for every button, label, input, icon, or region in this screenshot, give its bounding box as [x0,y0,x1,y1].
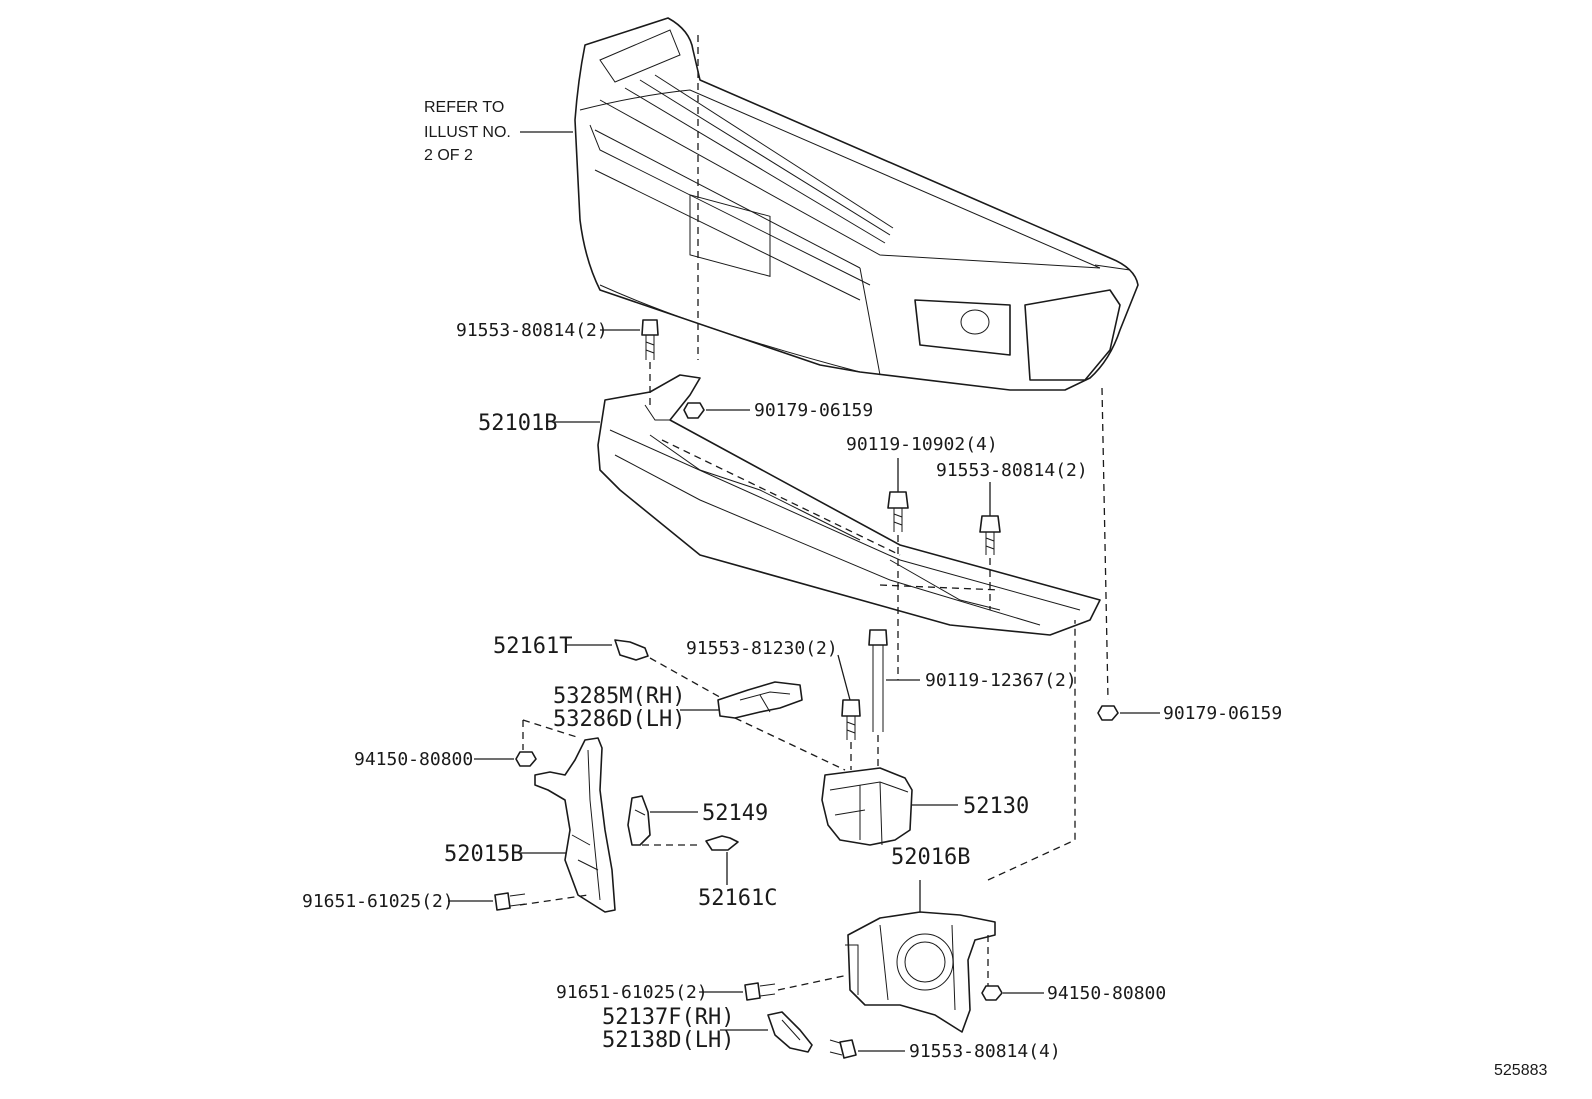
bolt-90119-12367 [868,629,888,770]
label-52101B: 52101B [478,411,557,436]
part-52130 [821,767,913,846]
nut-90179-06159-top [683,402,705,419]
nut-94150-80800-left [515,719,581,767]
part-52149 [627,795,700,846]
part-52101B-lower-absorber [597,374,1101,636]
bolt-91651-61025-left [494,892,526,911]
clip-52161T [614,639,726,701]
label-90179-06159-right: 90179-06159 [1163,703,1282,724]
label-91553-81230: 91553-81230(2) [686,638,838,659]
label-52016B: 52016B [891,845,970,870]
label-52137F: 52137F(RH) [602,1005,734,1030]
part-52015B-bracket [519,737,616,913]
bolt-90119-10902 [887,458,909,680]
label-52130: 52130 [963,794,1029,819]
part-52016B-bracket [845,620,1076,1033]
label-90179-06159-top: 90179-06159 [754,400,873,421]
label-91651-61025-left: 91651-61025(2) [302,891,454,912]
part-53285M-53286D-bracket [717,681,846,771]
label-52138D: 52138D(LH) [602,1028,734,1053]
label-53286D: 53286D(LH) [553,707,685,732]
part-52137F-52138D-bracket [767,1011,813,1053]
label-94150-80800-bottom: 94150-80800 [1047,983,1166,1004]
nut-94150-80800-bottom [981,985,1003,1001]
label-94150-80800-left: 94150-80800 [354,749,473,770]
label-52015B: 52015B [444,842,523,867]
bolt-91553-80814-bottom [829,1039,857,1059]
label-90119-12367: 90119-12367(2) [925,670,1077,691]
label-91553-80814-top: 91553-80814(2) [456,320,608,341]
label-52161T: 52161T [493,634,572,659]
label-91553-80814-right: 91553-80814(2) [936,460,1088,481]
front-bumper-cover [520,17,1139,391]
label-52149: 52149 [702,801,768,826]
bolt-91651-61025-bottom [744,974,849,1001]
label-52161C: 52161C [698,886,777,911]
refer-note-line-2: ILLUST NO. [424,124,511,141]
ref-line-right [1101,387,1109,701]
diagram-id: 525883 [1494,1062,1547,1079]
nut-90179-06159-right [1097,705,1119,721]
bolt-91553-80814-top [641,319,659,405]
refer-note-line-3: 2 OF 2 [424,147,473,164]
refer-note: REFER TO ILLUST NO. 2 OF 2 [424,99,511,164]
label-53285M: 53285M(RH) [553,684,685,709]
label-91553-80814-bottom: 91553-80814(4) [909,1041,1061,1062]
refer-note-line-1: REFER TO [424,99,504,116]
label-91651-61025-bottom: 91651-61025(2) [556,982,708,1003]
bolt-91553-80814-right [979,482,1001,610]
clip-52161C [705,835,739,885]
bolt-91553-81230 [837,654,861,770]
label-90119-10902: 90119-10902(4) [846,434,998,455]
